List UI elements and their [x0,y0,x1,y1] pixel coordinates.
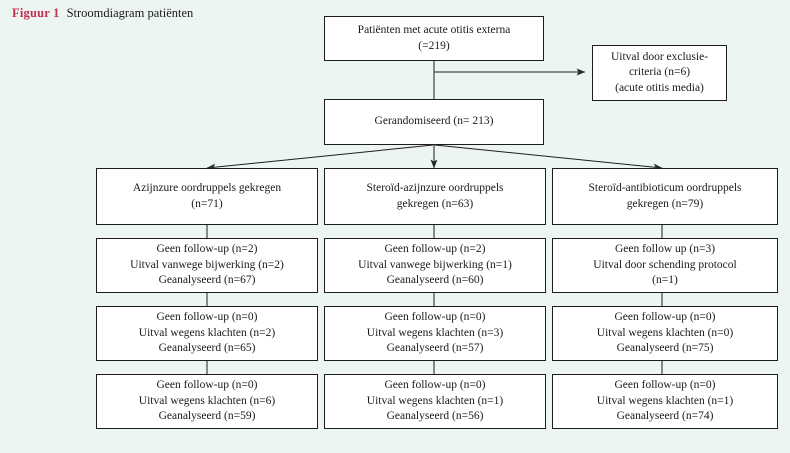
arm-2-stage-3-line-3: Geanalyseerd (n=56) [386,410,484,423]
arm-2-stage-1: Geen follow-up (n=2) Uitval vanwege bijw… [324,238,546,293]
arm-1-stage-2-line-3: Geanalyseerd (n=65) [158,342,256,355]
arm-3-stage-3-line-1: Geen follow-up (n=0) [614,379,716,392]
arm-1-stage-3: Geen follow-up (n=0) Uitval wegens klach… [96,374,318,429]
figure-caption: Figuur 1 Stroomdiagram patiënten [12,6,193,21]
arm-2-header-line-2: gekregen (n=63) [396,197,474,210]
arm-3-header-line-2: gekregen (n=79) [626,197,704,210]
arm-3-stage-1: Geen follow up (n=3) Uitval door schendi… [552,238,778,293]
arm-3-stage-2: Geen follow-up (n=0) Uitval wegens klach… [552,306,778,361]
arm-2-stage-2-line-1: Geen follow-up (n=0) [384,311,486,324]
arm-1-stage-1-line-3: Geanalyseerd (n=67) [158,274,256,287]
arm-2-stage-1-line-3: Geanalyseerd (n=60) [386,274,484,287]
node-excluded-line-2: criteria (n=6) [628,66,691,79]
arm-1-stage-2-line-1: Geen follow-up (n=0) [156,311,258,324]
arm-1-stage-2-line-2: Uitval wegens klachten (n=2) [138,326,276,339]
arm-3-stage-1-line-2: Uitval door schending protocol [593,258,737,271]
arm-1-stage-2: Geen follow-up (n=0) Uitval wegens klach… [96,306,318,361]
arm-3-stage-2-line-2: Uitval wegens klachten (n=0) [596,326,734,339]
node-randomised: Gerandomiseerd (n= 213) [324,99,544,145]
node-enrolled-line-1: Patiënten met acute otitis externa [357,24,511,36]
node-excluded-line-1: Uitval door exclusie- [610,50,709,63]
arm-2-stage-3-line-1: Geen follow-up (n=0) [384,379,486,392]
arm-3-stage-1-line-1: Geen follow up (n=3) [614,243,716,256]
arm-2-stage-1-line-1: Geen follow-up (n=2) [384,243,486,256]
arm-1-stage-1: Geen follow-up (n=2) Uitval vanwege bijw… [96,238,318,293]
arm-2-stage-3-line-2: Uitval wegens klachten (n=1) [366,394,504,407]
arm-1-header: Azijnzure oordruppels gekregen (n=71) [96,168,318,225]
arm-2-header: Steroïd-azijnzure oordruppels gekregen (… [324,168,546,225]
arm-3-stage-3-line-3: Geanalyseerd (n=74) [616,410,714,423]
arm-2-stage-1-line-2: Uitval vanwege bijwerking (n=1) [358,258,512,271]
arm-3-stage-1-line-3: (n=1) [652,274,678,287]
arm-1-stage-1-line-1: Geen follow-up (n=2) [156,243,258,256]
node-excluded: Uitval door exclusie- criteria (n=6) (ac… [592,45,727,101]
node-excluded-line-3: (acute otitis media) [615,81,704,94]
arm-2-header-line-1: Steroïd-azijnzure oordruppels [366,182,504,194]
arm-2-stage-2-line-3: Geanalyseerd (n=57) [386,342,484,355]
arm-3-stage-3-line-2: Uitval wegens klachten (n=1) [596,394,734,407]
arm-3-stage-2-line-1: Geen follow-up (n=0) [614,311,716,324]
arm-3-header-line-1: Steroïd-antibioticum oordruppels [588,182,742,194]
arm-1-stage-3-line-3: Geanalyseerd (n=59) [158,410,256,423]
arm-1-header-line-1: Azijnzure oordruppels gekregen [132,182,282,194]
arm-3-stage-2-line-3: Geanalyseerd (n=75) [616,342,714,355]
node-enrolled: Patiënten met acute otitis externa (=219… [324,16,544,61]
arm-3-header: Steroïd-antibioticum oordruppels gekrege… [552,168,778,225]
arm-1-stage-1-line-2: Uitval vanwege bijwerking (n=2) [130,258,284,271]
arm-2-stage-3: Geen follow-up (n=0) Uitval wegens klach… [324,374,546,429]
arm-3-stage-3: Geen follow-up (n=0) Uitval wegens klach… [552,374,778,429]
arm-1-stage-3-line-2: Uitval wegens klachten (n=6) [138,394,276,407]
figure-title: Stroomdiagram patiënten [66,6,194,20]
arm-2-stage-2: Geen follow-up (n=0) Uitval wegens klach… [324,306,546,361]
arm-1-stage-3-line-1: Geen follow-up (n=0) [156,379,258,392]
node-enrolled-line-2: (=219) [418,39,450,52]
node-randomised-line-1: Gerandomiseerd (n= 213) [374,115,494,128]
figure-label: Figuur 1 [12,6,60,20]
arm-2-stage-2-line-2: Uitval wegens klachten (n=3) [366,326,504,339]
arm-1-header-line-2: (n=71) [191,197,223,210]
